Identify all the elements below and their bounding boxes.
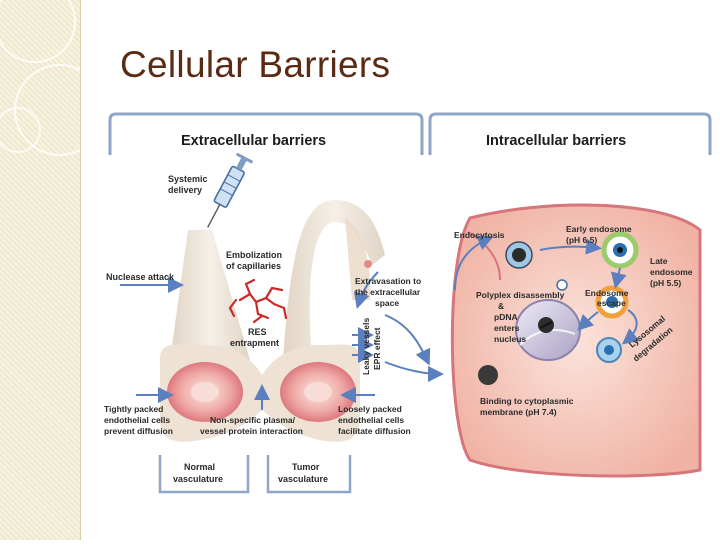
label-early-endosome: Early endosome [566, 224, 632, 234]
normal-vasculature-bracket [158, 455, 250, 494]
label-extravasation: Extravasation to [355, 276, 421, 286]
slide-title: Cellular Barriers [120, 44, 391, 85]
vasculature-illustration [160, 200, 385, 442]
label-entrapment: entrapment [230, 338, 279, 348]
label-endocytosis: Endocytosis [454, 230, 505, 240]
label-res: RES [248, 327, 267, 337]
label-loose-2: endothelial cells [338, 415, 404, 425]
extravasation-arrow [353, 271, 379, 309]
sidebar-divider [80, 0, 81, 540]
label-late-ph: (pH 5.5) [650, 278, 681, 288]
label-delivery: delivery [168, 185, 202, 195]
label-loose-1: Loosely packed [338, 404, 402, 414]
label-leaky: Leaky vessels [361, 318, 371, 375]
label-capillaries: of capillaries [226, 261, 281, 271]
label-polyplex-3: pDNA [494, 312, 518, 322]
label-tumor-vasculature: vasculature [278, 474, 328, 484]
tumor-vasculature-bracket [266, 455, 352, 494]
label-normal: Normal [184, 462, 215, 472]
res-entrapment-icon [228, 278, 288, 324]
label-polyplex-5: nucleus [494, 334, 526, 344]
label-polyplex-1: Polyplex disassembly [476, 290, 565, 300]
label-late-endosome: endosome [650, 267, 693, 277]
label-endosome-escape-2: escape [597, 298, 626, 308]
label-polyplex-4: enters [494, 323, 520, 333]
leaky-arrows [352, 327, 374, 363]
label-nonspecific-1: Non-specific plasma/ [210, 415, 296, 425]
label-nuclease: Nuclease attack [106, 272, 175, 282]
intracellular-bracket [428, 112, 712, 155]
label-binding-2: membrane (pH 7.4) [480, 407, 557, 417]
label-normal-vasculature: vasculature [173, 474, 223, 484]
cell-arrows [454, 235, 640, 345]
label-nonspecific-2: vessel protein interaction [200, 426, 303, 436]
label-tight-1: Tightly packed [104, 404, 163, 414]
cell-illustration [450, 203, 702, 478]
label-embolization: Embolization [226, 250, 282, 260]
intracellular-header: Intracellular barriers [486, 133, 626, 149]
extracellular-header: Extracellular barriers [181, 133, 326, 149]
label-late: Late [650, 256, 668, 266]
label-early-ph: (pH 6.5) [566, 235, 597, 245]
label-loose-3: facilitate diffusion [338, 426, 411, 436]
label-extracellular: the extracellular [355, 287, 421, 297]
label-space: space [375, 298, 399, 308]
extracellular-bracket [108, 112, 424, 155]
label-tight-3: prevent diffusion [104, 426, 173, 436]
decorative-sidebar-strip [0, 0, 106, 540]
label-binding-1: Binding to cytoplasmic [480, 396, 574, 406]
label-tumor: Tumor [292, 462, 320, 472]
syringe-icon [207, 152, 254, 228]
polyplex [478, 365, 498, 385]
label-systemic: Systemic [168, 174, 208, 184]
label-endosome-escape-1: Endosome [585, 288, 629, 298]
label-polyplex-2: & [498, 301, 504, 311]
label-tight-2: endothelial cells [104, 415, 170, 425]
label-epr: EPR effect [372, 327, 382, 370]
to-cell-arrows [384, 314, 444, 382]
